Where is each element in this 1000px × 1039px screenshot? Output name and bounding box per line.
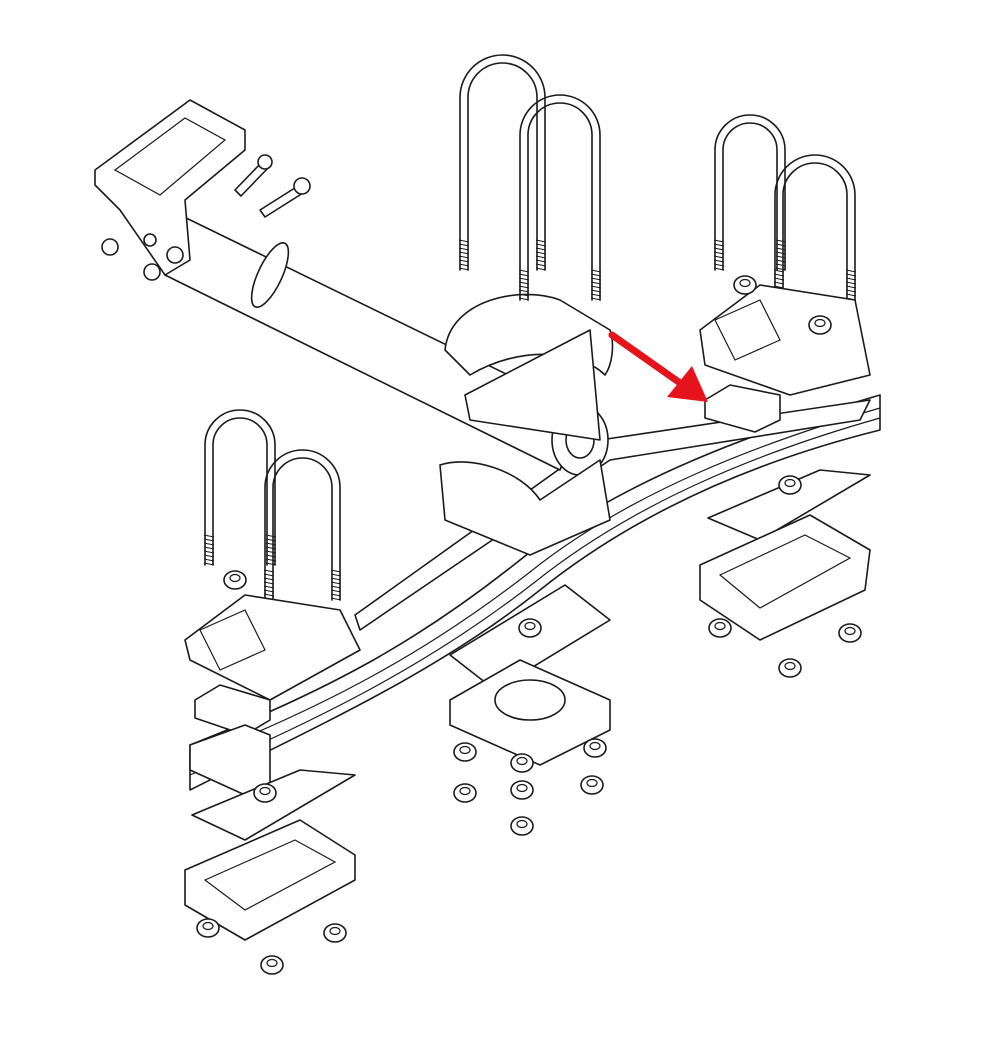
hex-nut bbox=[708, 618, 732, 638]
hex-nut bbox=[510, 753, 534, 773]
nuts-and-washers bbox=[196, 275, 862, 975]
hex-nut bbox=[838, 623, 862, 643]
hex-nut bbox=[583, 738, 607, 758]
hex-nut bbox=[196, 918, 220, 938]
bolts bbox=[101, 154, 311, 281]
u-bolt bbox=[713, 114, 787, 271]
hex-nut bbox=[453, 742, 477, 762]
hex-nut bbox=[453, 783, 477, 803]
hex-nut bbox=[580, 775, 604, 795]
hex-nut bbox=[323, 923, 347, 943]
u-bolt bbox=[203, 409, 277, 566]
center-mount-plate bbox=[449, 659, 611, 766]
hex-nut bbox=[260, 955, 284, 975]
u-bolt bbox=[773, 154, 857, 301]
u-bolt bbox=[458, 54, 547, 271]
spring-seat-right bbox=[699, 284, 871, 396]
leaf-spring bbox=[189, 394, 881, 791]
hex-nut bbox=[778, 475, 802, 495]
hex-nut bbox=[518, 618, 542, 638]
hex-nut bbox=[778, 658, 802, 678]
u-bolts bbox=[203, 54, 857, 601]
spacer-block bbox=[704, 384, 781, 433]
hex-nut bbox=[510, 780, 534, 800]
lower-plate-left bbox=[184, 819, 356, 941]
axle-clamp bbox=[439, 293, 614, 556]
hex-nut bbox=[223, 570, 247, 590]
u-bolt bbox=[518, 94, 602, 301]
frame-bracket bbox=[94, 99, 246, 276]
spacer-block-left bbox=[194, 684, 271, 736]
u-bolt bbox=[263, 449, 342, 601]
pointer-arrow bbox=[608, 331, 708, 402]
hex-nut bbox=[808, 315, 832, 335]
lower-plate-right bbox=[699, 514, 871, 641]
hex-nut bbox=[253, 783, 277, 803]
hex-nut bbox=[510, 816, 534, 836]
spring-seat-left bbox=[184, 594, 361, 701]
hex-nut bbox=[733, 275, 757, 295]
